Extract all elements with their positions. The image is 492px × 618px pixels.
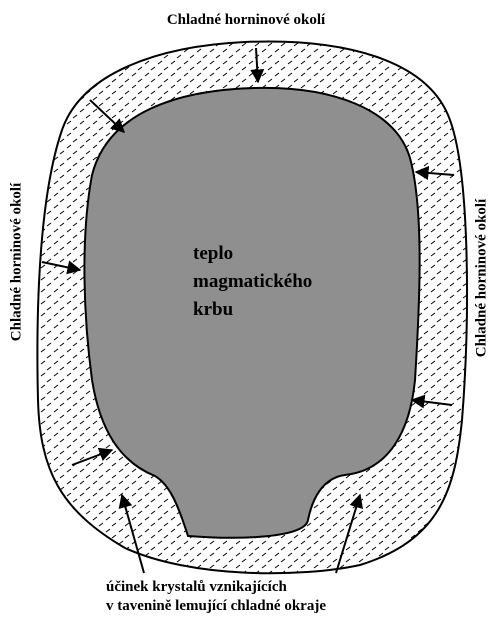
label-top-cold-rock: Chladné horninové okolí <box>166 12 326 28</box>
label-magma-heat-line-2: magmatického <box>193 271 313 292</box>
label-left-cold-rock: Chladné horninové okolí <box>8 182 25 342</box>
label-magma-heat-line-3: krbu <box>193 299 234 320</box>
label-crystal-effect-line-2: v tavenině lemující chladné okraje <box>106 598 326 614</box>
label-magma-heat-line-1: teplo <box>193 243 234 264</box>
arrow-lower-left <box>71 447 114 466</box>
arrow-left <box>41 260 82 275</box>
arrow-upper-right <box>414 166 455 180</box>
arrow-upper-left <box>89 99 126 133</box>
label-crystal-effect: účinek krystalů vznikajících v tavenině … <box>106 578 326 616</box>
magma-chamber <box>83 86 421 539</box>
label-crystal-effect-line-1: účinek krystalů vznikajících <box>106 579 287 595</box>
arrow-lower-right <box>410 394 453 409</box>
arrow-top <box>250 47 265 84</box>
label-right-cold-rock: Chladné horninové okolí <box>473 198 490 358</box>
arrow-bottom-left-crystal <box>118 493 145 574</box>
label-magma-heat: teplo magmatického krbu <box>193 240 312 324</box>
arrow-bottom-right-crystal <box>335 493 363 574</box>
